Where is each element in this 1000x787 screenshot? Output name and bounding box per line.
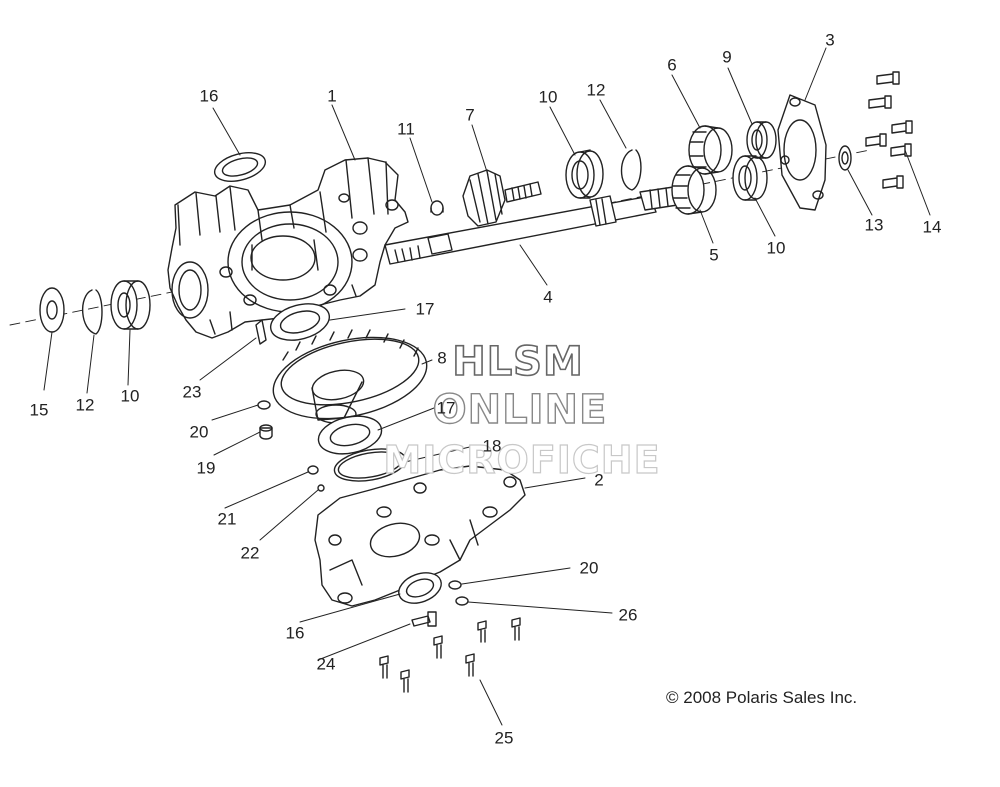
callout-16-lower: 16 — [285, 623, 305, 643]
pin-22 — [317, 484, 325, 492]
callout-12-upper: 12 — [586, 80, 606, 100]
snap-ring-12-left — [81, 289, 103, 335]
callout-1: 1 — [327, 86, 337, 106]
callout-5: 5 — [709, 245, 719, 265]
watermark-line-2: ONLINE — [432, 386, 608, 433]
callout-24: 24 — [316, 654, 336, 674]
lower-case-2 — [314, 465, 526, 607]
spacer-11 — [430, 200, 444, 216]
gear-5 — [671, 165, 717, 215]
callout-15: 15 — [29, 400, 49, 420]
callout-2: 2 — [594, 470, 604, 490]
callout-7: 7 — [465, 105, 475, 125]
copyright-notice: © 2008 Polaris Sales Inc. — [666, 688, 858, 707]
callout-10-upper: 10 — [538, 87, 558, 107]
callout-8: 8 — [437, 348, 447, 368]
callout-12-left: 12 — [75, 395, 95, 415]
washer-20-upper — [257, 400, 271, 410]
callout-16-upper: 16 — [199, 86, 219, 106]
dowel-23 — [255, 319, 267, 345]
callout-6: 6 — [667, 55, 677, 75]
callout-9: 9 — [722, 47, 732, 67]
pinion-gear-shaft-7 — [462, 169, 542, 227]
bolts-25 — [379, 617, 521, 693]
callout-13: 13 — [864, 215, 884, 235]
callout-10-right: 10 — [766, 238, 786, 258]
callout-23: 23 — [182, 382, 202, 402]
washer-13 — [838, 145, 852, 171]
snap-ring-12-upper — [620, 149, 642, 191]
o-ring-18 — [333, 448, 407, 482]
callout-17-upper: 17 — [415, 299, 435, 319]
bearing-10-left — [110, 280, 151, 330]
bearing-10-upper — [565, 149, 604, 199]
callout-26: 26 — [618, 605, 638, 625]
watermark-line-3: MICROFICHE — [383, 437, 661, 482]
callout-21: 21 — [217, 509, 237, 529]
washer-21 — [307, 465, 319, 475]
callout-22: 22 — [240, 543, 260, 563]
thrust-washer-15 — [39, 287, 65, 333]
gear-6 — [688, 125, 733, 175]
main-housing — [167, 157, 409, 339]
bearing-17-upper — [269, 303, 331, 341]
seal-16-upper — [213, 152, 267, 182]
breather-24 — [411, 611, 437, 627]
bolts-14 — [865, 71, 913, 189]
callout-20-upper: 20 — [189, 422, 209, 442]
callout-10-left: 10 — [120, 386, 140, 406]
callout-19: 19 — [196, 458, 216, 478]
output-shaft-4 — [384, 185, 685, 265]
bearing-9 — [746, 121, 777, 159]
callout-4: 4 — [543, 287, 553, 307]
bearing-10-right — [732, 155, 768, 201]
watermark-line-1: HLSM — [451, 338, 584, 386]
plug-19 — [259, 424, 273, 440]
bearing-17-lower — [317, 415, 383, 455]
end-cover-3 — [777, 94, 827, 211]
callout-18: 18 — [482, 436, 502, 456]
leader-lines — [43, 47, 931, 726]
callout-3: 3 — [825, 30, 835, 50]
callout-25: 25 — [494, 728, 514, 748]
callout-11: 11 — [397, 119, 415, 139]
callout-17-lower: 17 — [436, 398, 456, 418]
washer-26 — [455, 596, 469, 606]
callout-20-lower: 20 — [579, 558, 599, 578]
washer-20-lower — [448, 580, 462, 590]
seal-16-lower — [398, 572, 442, 604]
callout-14: 14 — [922, 217, 942, 237]
